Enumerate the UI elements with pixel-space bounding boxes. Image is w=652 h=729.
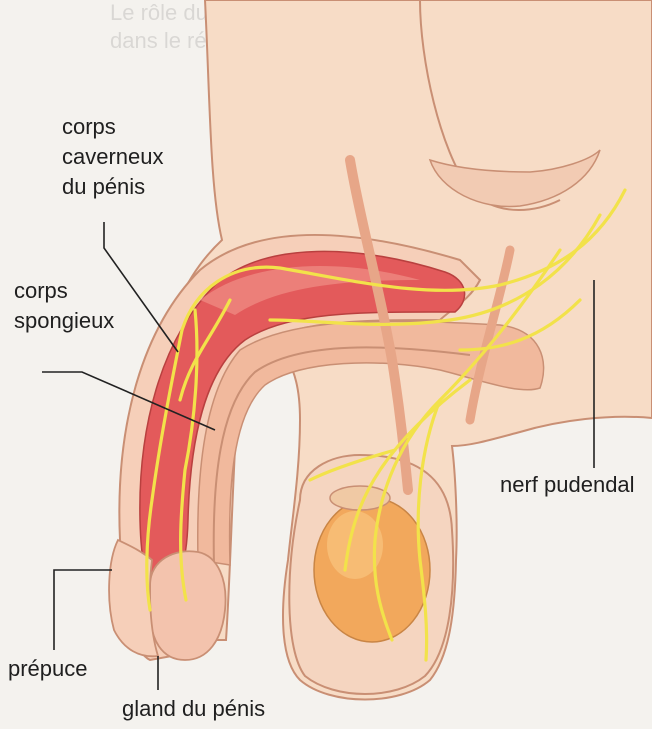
label-corps-caverneux-line3: du pénis [62, 174, 145, 199]
label-corps-caverneux-line2: caverneux [62, 144, 164, 169]
label-prepuce: prépuce [8, 656, 88, 681]
label-corps-caverneux-line1: corps [62, 114, 116, 139]
glans [150, 551, 226, 660]
label-corps-spongieux-line1: corps [14, 278, 68, 303]
label-corps-spongieux-line2: spongieux [14, 308, 114, 333]
label-nerf-pudendal: nerf pudendal [500, 472, 635, 497]
label-gland: gland du pénis [122, 696, 265, 721]
leader-prepuce [54, 570, 112, 650]
